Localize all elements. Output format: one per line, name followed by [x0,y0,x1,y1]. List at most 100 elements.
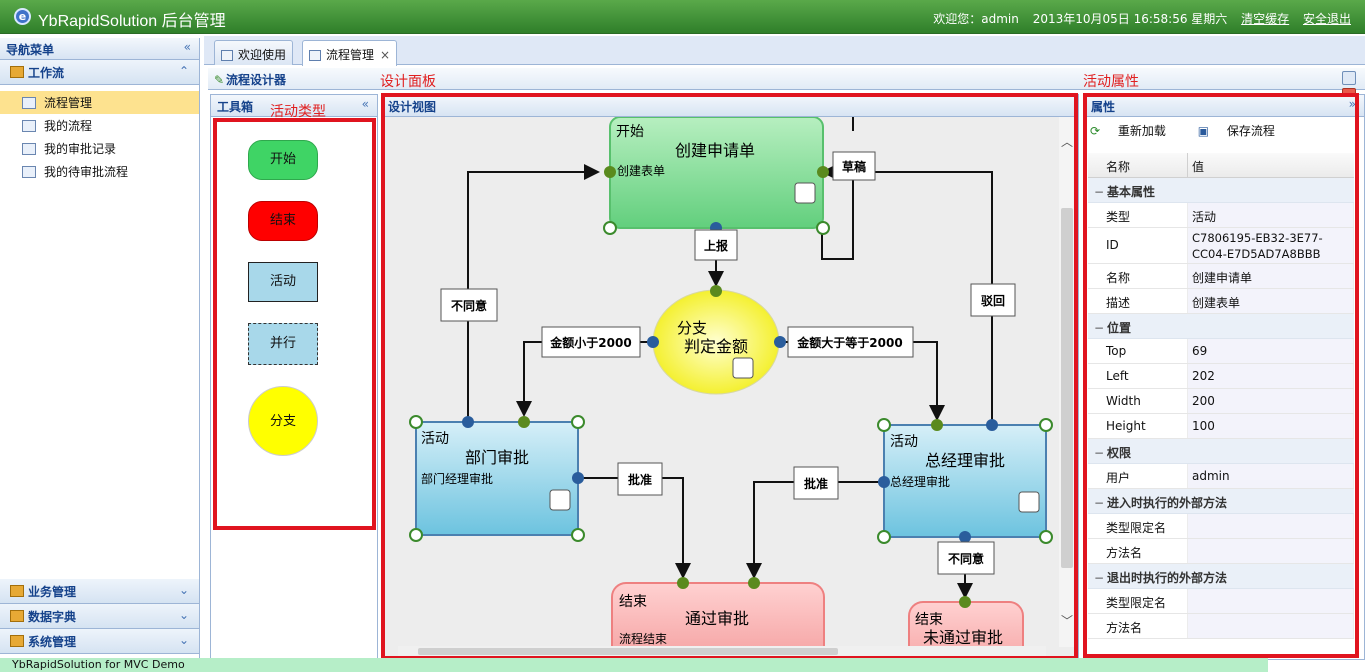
node-checkbox[interactable] [794,182,816,204]
group-title: 权限 [1107,446,1132,460]
col-value-header: 值 [1192,160,1205,174]
node-branch-type: 分支 [677,319,707,337]
horizontal-scroll-thumb[interactable] [418,648,838,655]
tool-parallel[interactable]: 并行 [248,323,318,365]
accordion-workflow[interactable]: 工作流 ⌃ [0,60,199,85]
nav-item-my-pending[interactable]: 我的待审批流程 [0,160,199,183]
collapse-left-icon[interactable]: « [361,97,369,111]
nav-item-my-approval-records[interactable]: 我的审批记录 [0,137,199,160]
accordion-business[interactable]: 业务管理⌄ [0,579,199,604]
prop-value[interactable]: 202 [1188,364,1354,388]
prop-value[interactable]: 100 [1188,414,1354,438]
prop-value[interactable]: 创建申请单 [1188,264,1354,288]
edge-label-less[interactable]: 金额小于2000 [541,326,641,358]
prop-row[interactable]: 类型限定名 [1088,589,1354,614]
edge-label-approve-left[interactable]: 批准 [617,462,663,496]
prop-value[interactable] [1188,539,1354,563]
prop-value[interactable]: 活动 [1188,203,1354,227]
tab-welcome[interactable]: 欢迎使用 [214,40,294,65]
prop-row[interactable]: 方法名 [1088,539,1354,564]
edge-label-reject[interactable]: 驳回 [970,283,1016,317]
group-exit-method[interactable]: −退出时执行的外部方法 [1088,564,1354,589]
edge-approve-right [746,481,883,579]
chevron-down-icon[interactable]: ⌄ [178,633,189,647]
prop-name: 方法名 [1088,539,1188,563]
edge-label-approve-right[interactable]: 批准 [793,466,839,500]
scroll-down-icon[interactable]: ﹀ [1061,614,1074,628]
chevron-down-icon[interactable]: ⌄ [178,583,189,597]
collapse-icon: − [1094,185,1105,199]
tab-label: 流程管理 [326,48,375,62]
restore-icon[interactable] [1342,71,1356,85]
node-checkbox[interactable] [549,489,571,511]
edge-disagree-left [467,164,600,417]
collapse-icon: − [1094,446,1105,460]
tool-branch[interactable]: 分支 [248,386,318,456]
group-basic[interactable]: −基本属性 [1088,178,1354,203]
accordion-system[interactable]: 系统管理⌄ [0,629,199,654]
prop-name: 描述 [1088,289,1188,313]
top-banner [0,0,1365,34]
prop-value[interactable]: C7806195-EB32-3E77-CC04-E7D5AD7A8BBB [1188,228,1354,263]
reload-button[interactable]: ⟳ 重新加载 [1090,124,1180,138]
prop-name: 类型限定名 [1088,514,1188,538]
prop-value[interactable] [1188,514,1354,538]
vertical-scroll-thumb[interactable] [1061,208,1073,568]
tab-process-management[interactable]: 流程管理 × [302,40,398,66]
edge-label-draft[interactable]: 草稿 [832,151,876,181]
node-end-ok-desc: 流程结束 [619,631,667,646]
prop-value[interactable]: 69 [1188,339,1354,363]
prop-row[interactable]: 类型限定名 [1088,514,1354,539]
prop-row[interactable]: 方法名 [1088,614,1354,639]
edge-label-greater[interactable]: 金额大于等于2000 [787,326,914,358]
prop-name: ID [1088,228,1188,263]
logout-link[interactable]: 安全退出 [1302,12,1351,26]
edge-label-disagree-left[interactable]: 不同意 [440,288,498,322]
prop-row[interactable]: 描述创建表单 [1088,289,1354,314]
edge-approve-left [578,477,691,579]
collapse-right-icon[interactable]: » [1348,97,1356,111]
clear-cache-link[interactable]: 清空缓存 [1241,12,1290,26]
nav-bottom-accordions: 业务管理⌄ 数据字典⌄ 系统管理⌄ [0,579,199,654]
node-branch[interactable]: 分支 判定金额 [652,289,780,395]
node-checkbox[interactable] [732,357,754,379]
prop-value[interactable]: 创建表单 [1188,289,1354,313]
prop-value[interactable]: 200 [1188,389,1354,413]
edge-label-disagree-gm[interactable]: 不同意 [937,541,995,575]
prop-value[interactable]: admin [1188,464,1354,488]
node-dept-approval[interactable]: 活动 部门审批 部门经理审批 [415,421,579,536]
tool-start[interactable]: 开始 [248,140,318,180]
close-icon[interactable]: × [380,48,391,62]
tool-end[interactable]: 结束 [248,201,318,241]
accordion-dictionary[interactable]: 数据字典⌄ [0,604,199,629]
prop-row[interactable]: 名称创建申请单 [1088,264,1354,289]
tool-activity[interactable]: 活动 [248,262,318,302]
nav-item-process-management[interactable]: 流程管理 [0,91,199,114]
node-checkbox[interactable] [1018,491,1040,513]
chevron-up-icon[interactable]: ⌃ [178,64,189,78]
group-permission[interactable]: −权限 [1088,439,1354,464]
edge-label-submit[interactable]: 上报 [694,229,738,261]
chevron-down-icon[interactable]: ⌄ [178,608,189,622]
prop-name: Left [1088,364,1188,388]
prop-value[interactable] [1188,614,1354,638]
node-end-approved[interactable]: 结束 通过审批 流程结束 [611,582,825,656]
collapse-left-icon[interactable]: « [183,40,191,54]
nav-item-my-process[interactable]: 我的流程 [0,114,199,137]
prop-row[interactable]: 类型活动 [1088,203,1354,228]
design-canvas[interactable]: 开始 创建申请单 创建表单 分支 判定金额 活动 部门审批 部门经理审批 活动 … [385,117,1074,656]
group-enter-method[interactable]: −进入时执行的外部方法 [1088,489,1354,514]
save-process-button[interactable]: ▣ 保存流程 [1198,124,1289,138]
prop-value[interactable] [1188,589,1354,613]
node-gm-approval[interactable]: 活动 总经理审批 总经理审批 [883,424,1047,538]
scroll-up-icon[interactable]: ︿ [1061,135,1074,149]
group-position[interactable]: −位置 [1088,314,1354,339]
node-end-rejected[interactable]: 结束 未通过审批 [908,601,1024,656]
node-gm-desc: 总经理审批 [890,474,950,489]
